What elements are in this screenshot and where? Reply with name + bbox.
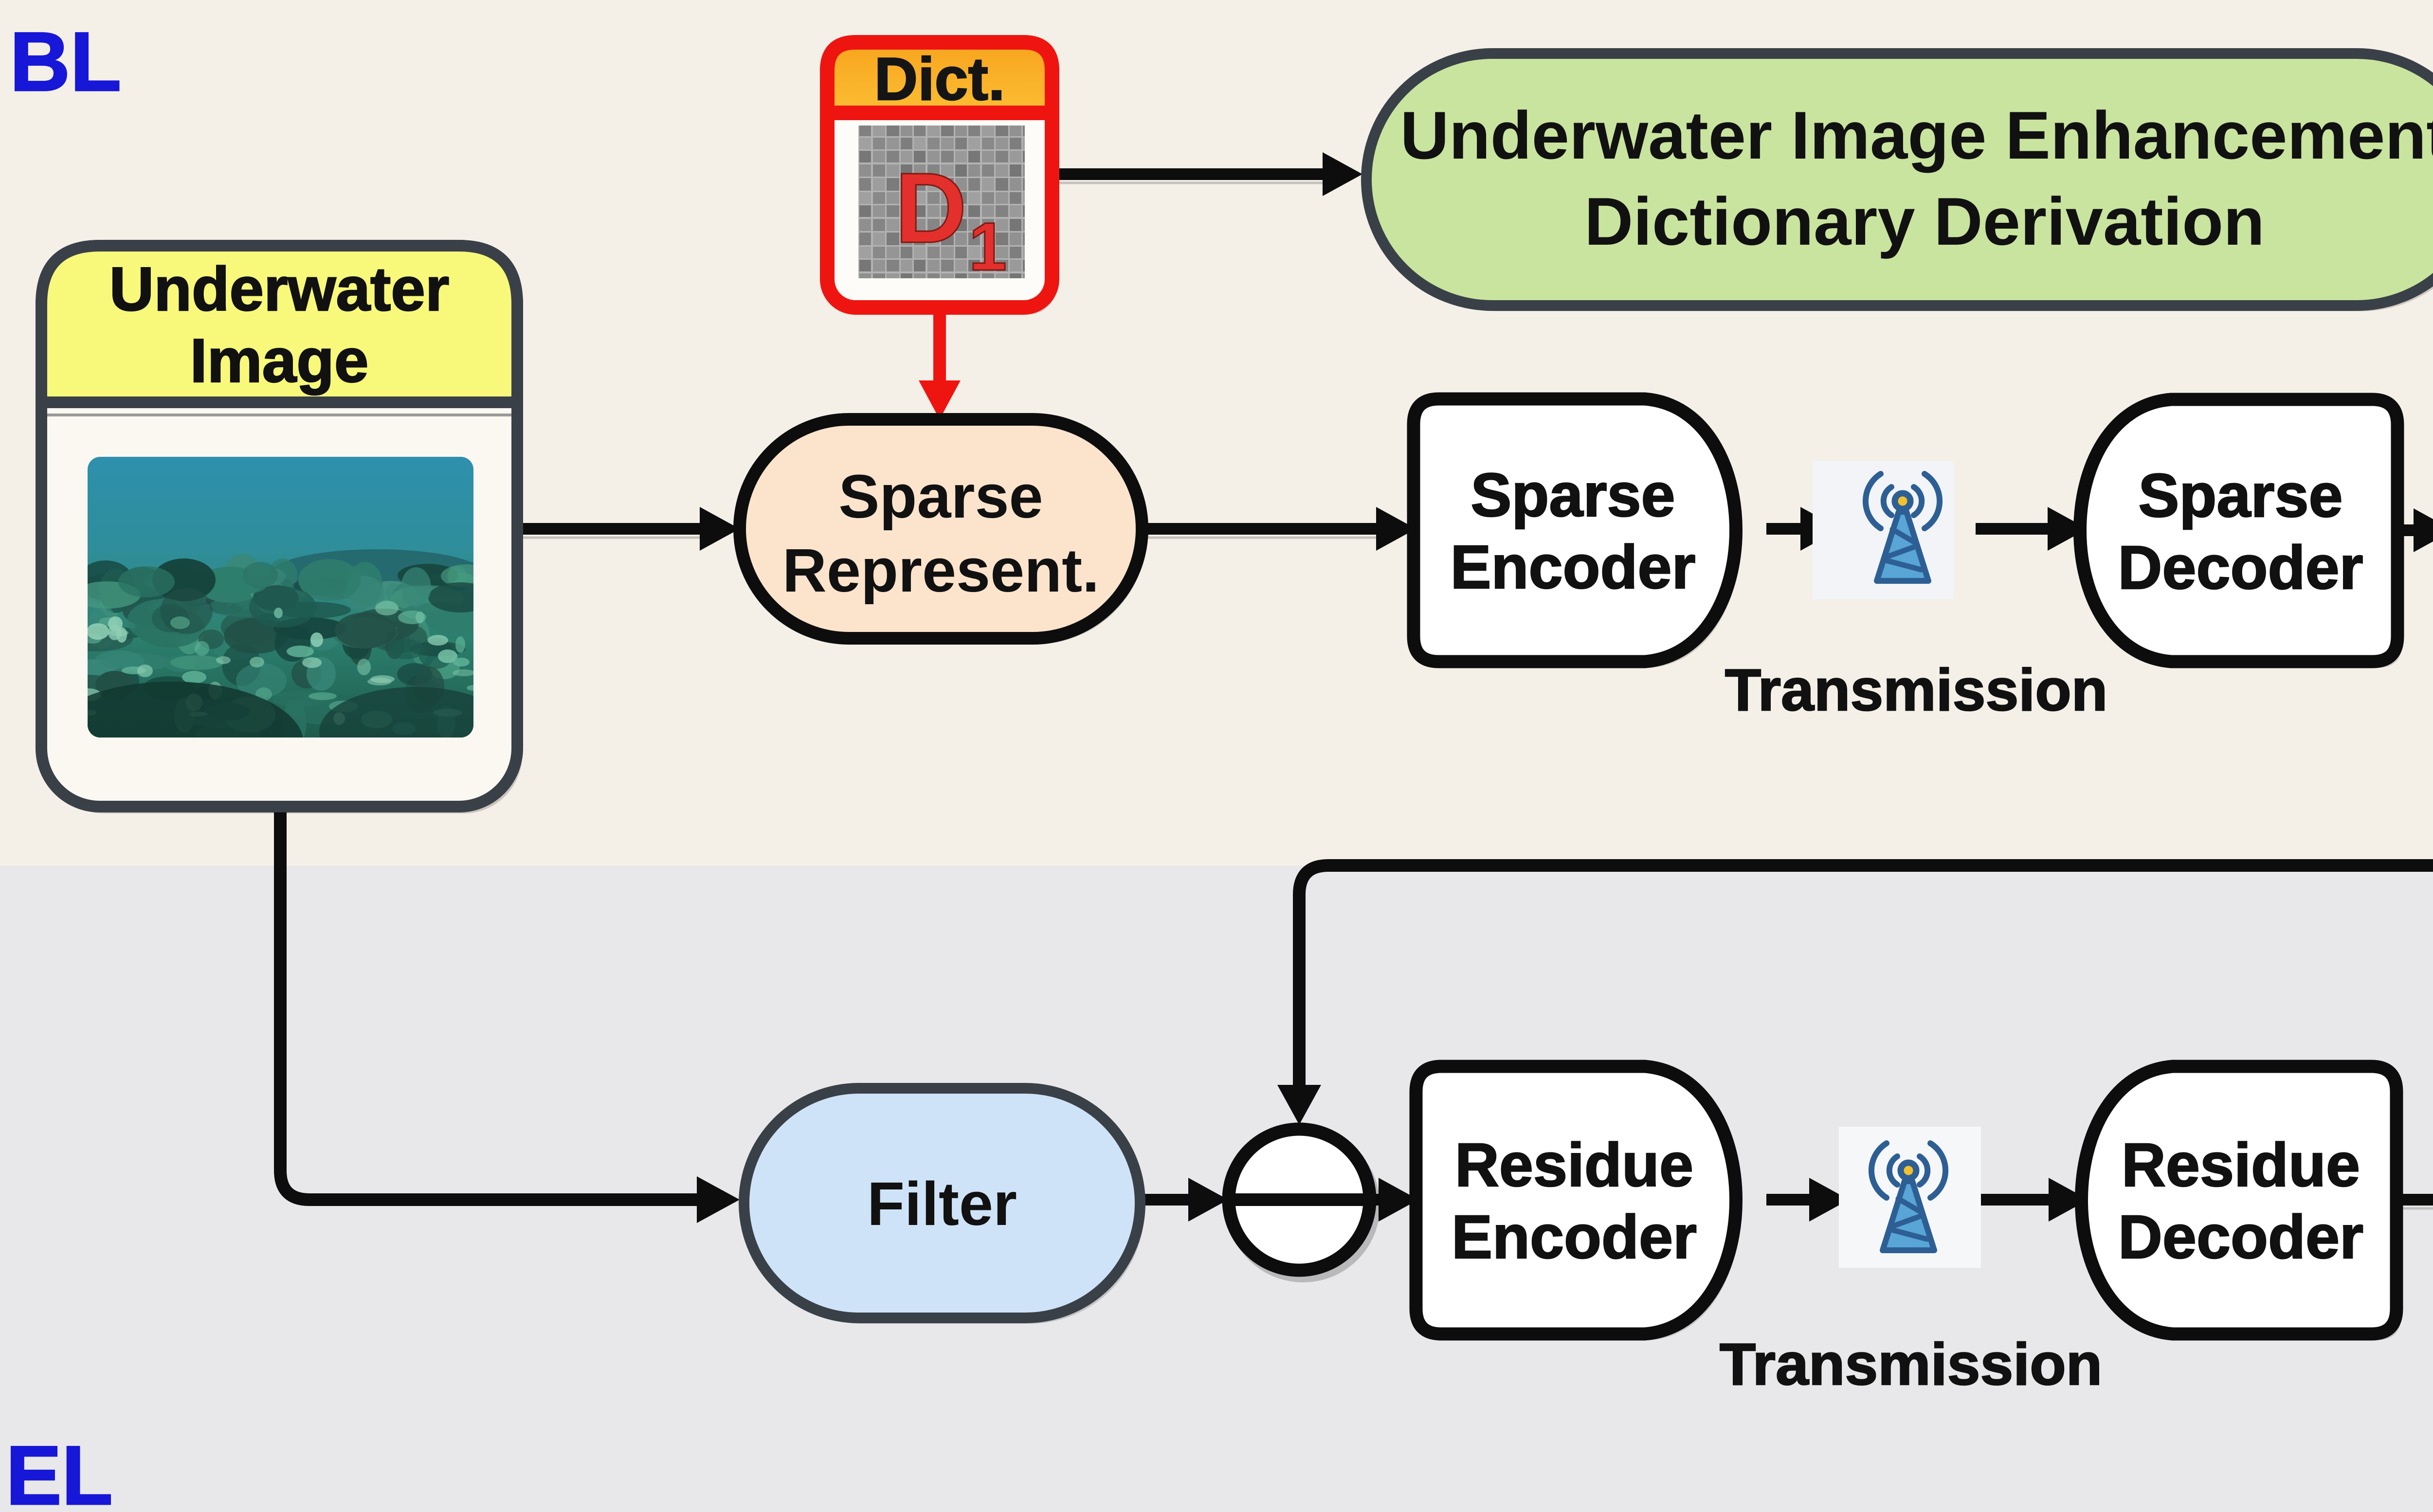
svg-text:Encoder: Encoder (1450, 533, 1695, 601)
svg-text:Decoder: Decoder (2118, 533, 2363, 602)
svg-text:EL: EL (6, 1429, 113, 1512)
svg-text:BL: BL (10, 15, 121, 108)
svg-text:Residue: Residue (2122, 1131, 2360, 1199)
svg-text:Filter: Filter (867, 1170, 1017, 1238)
svg-text:Underwater: Underwater (109, 254, 450, 324)
svg-text:D: D (895, 152, 967, 264)
svg-text:Decoder: Decoder (2118, 1203, 2363, 1271)
svg-text:Represent.: Represent. (782, 536, 1099, 605)
svg-text:Underwater Image Enhancement: Underwater Image Enhancement (1400, 98, 2433, 173)
svg-text:Sparse: Sparse (1471, 461, 1675, 529)
svg-text:Transmission: Transmission (1720, 1331, 2103, 1397)
svg-text:Sparse: Sparse (838, 462, 1043, 531)
svg-text:Dict.: Dict. (874, 46, 1005, 113)
svg-text:Encoder: Encoder (1452, 1203, 1697, 1271)
svg-text:Dictionary Derivation: Dictionary Derivation (1584, 184, 2265, 259)
svg-text:Residue: Residue (1455, 1131, 1693, 1199)
svg-text:Transmission: Transmission (1725, 657, 2108, 723)
svg-text:1: 1 (969, 208, 1007, 285)
svg-text:Sparse: Sparse (2138, 461, 2342, 530)
svg-text:Image: Image (190, 326, 368, 395)
